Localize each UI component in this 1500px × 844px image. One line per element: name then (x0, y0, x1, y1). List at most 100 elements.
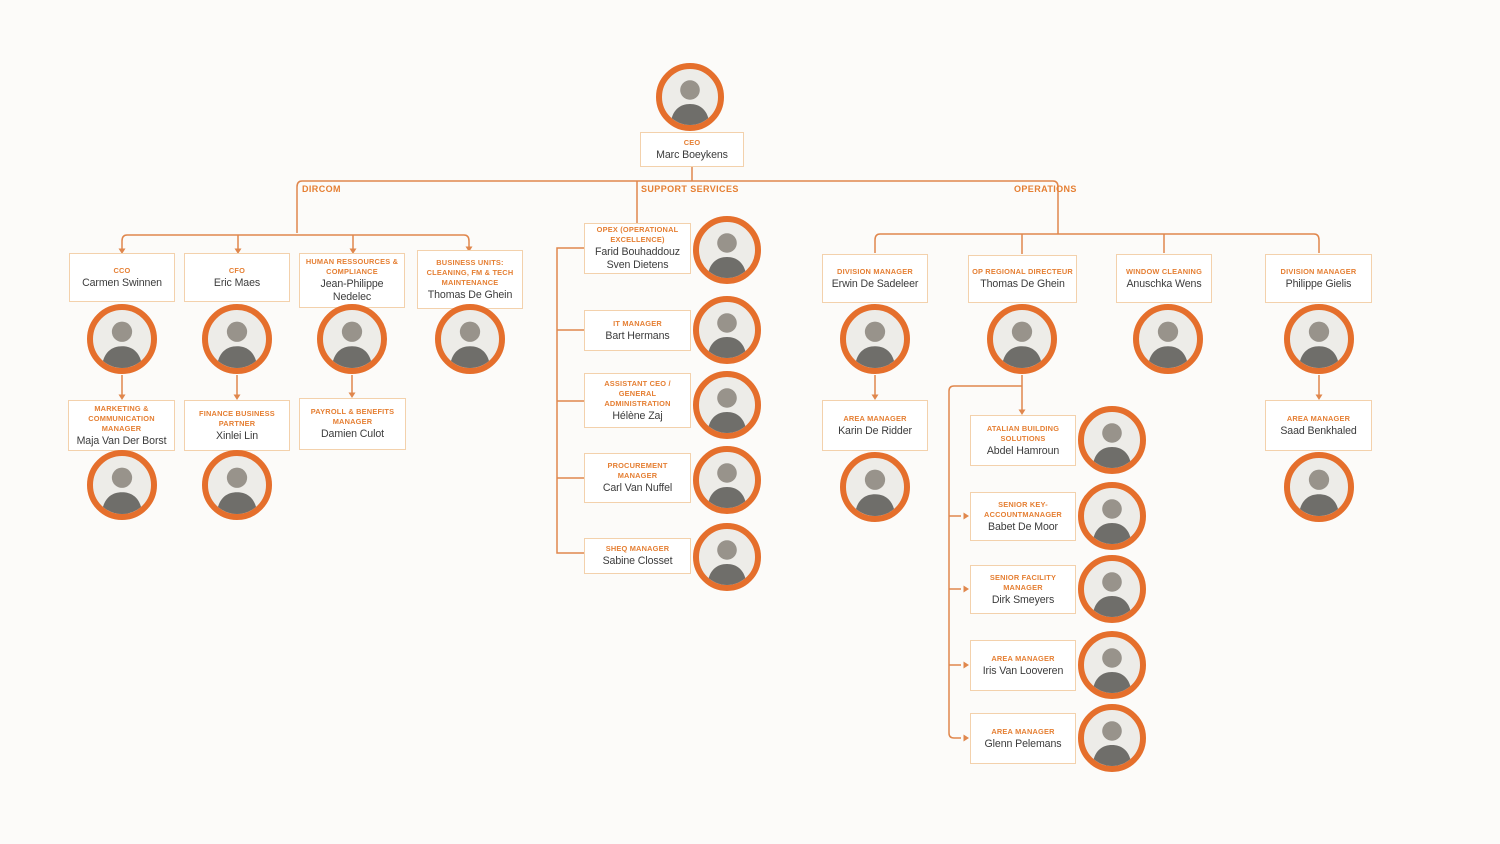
avatar-iris-van-looveren (1078, 631, 1146, 699)
role-title: DIVISION MANAGER (837, 266, 913, 276)
person-name: Carl Van Nuffel (602, 482, 673, 495)
avatar-glenn-pelemans (1078, 704, 1146, 772)
card-human-resources: HUMAN RESSOURCES & COMPLIANCE Jean-Phili… (299, 253, 405, 308)
card-it-manager: IT MANAGER Bart Hermans (584, 310, 691, 351)
card-assistant-ceo: ASSISTANT CEO / GENERAL ADMINISTRATION H… (584, 373, 691, 428)
person-silhouette-icon (1092, 721, 1132, 766)
avatar-helene-zaj (693, 371, 761, 439)
person-name: Erwin De Sadeleer (831, 277, 919, 290)
card-sheq-manager: SHEQ MANAGER Sabine Closset (584, 538, 691, 574)
role-title: ASSISTANT CEO / GENERAL ADMINISTRATION (604, 378, 671, 408)
role-title: AREA MANAGER (991, 653, 1055, 663)
role-title: WINDOW CLEANING (1125, 266, 1203, 276)
role-title: SENIOR FACILITY MANAGER (989, 572, 1057, 592)
person-silhouette-icon (449, 321, 491, 368)
person-silhouette-icon (1298, 469, 1340, 516)
avatar-maja-van-der-borst (87, 450, 157, 520)
person-silhouette-icon (1001, 321, 1043, 368)
card-division-manager-erwin: DIVISION MANAGER Erwin De Sadeleer (822, 254, 928, 303)
card-payroll-benefits-manager: PAYROLL & BENEFITS MANAGER Damien Culot (299, 398, 406, 450)
avatar-thomas-de-ghein-op (987, 304, 1057, 374)
card-senior-facility-manager: SENIOR FACILITY MANAGER Dirk Smeyers (970, 565, 1076, 614)
avatar-sabine-closset (693, 523, 761, 591)
card-atalian-building-solutions: ATALIAN BUILDING SOLUTIONS Abdel Hamroun (970, 415, 1076, 466)
person-name: Hélène Zaj (612, 409, 663, 422)
person-name: Karin De Ridder (838, 424, 912, 437)
person-name: Babet De Moor (988, 520, 1058, 533)
branch-label-support-services: SUPPORT SERVICES (641, 184, 739, 194)
role-title: ATALIAN BUILDING SOLUTIONS (986, 423, 1060, 443)
card-senior-key-accountmanager: SENIOR KEY-ACCOUNTMANAGER Babet De Moor (970, 492, 1076, 541)
person-silhouette-icon (101, 321, 143, 368)
role-title: SHEQ MANAGER (605, 544, 670, 554)
role-title: BUSINESS UNITS: CLEANING, FM & TECH MAIN… (426, 257, 514, 287)
avatar-marc-boeykens (656, 63, 724, 131)
person-name: Thomas De Ghein (980, 278, 1065, 291)
avatar-philippe-gielis (1284, 304, 1354, 374)
avatar-erwin-de-sadeleer (840, 304, 910, 374)
person-silhouette-icon (854, 469, 896, 516)
card-area-manager-karin: AREA MANAGER Karin De Ridder (822, 400, 928, 451)
person-name: Jean-Philippe Nedelec (320, 278, 384, 303)
role-title: OPEX (OPERATIONAL EXCELLENCE) (596, 224, 679, 244)
role-title: SENIOR KEY-ACCOUNTMANAGER (984, 499, 1062, 519)
person-name: Eric Maes (213, 276, 261, 289)
branch-label-operations: OPERATIONS (1014, 184, 1077, 194)
person-name: Sven Dietens (606, 259, 669, 272)
role-title: MARKETING & COMMUNICATION MANAGER (88, 403, 155, 433)
card-finance-business-partner: FINANCE BUSINESS PARTNER Xinlei Lin (184, 400, 290, 451)
role-title: CEO (683, 137, 701, 147)
person-silhouette-icon (1298, 321, 1340, 368)
role-title: AREA MANAGER (843, 413, 907, 423)
card-marketing-communication-manager: MARKETING & COMMUNICATION MANAGER Maja V… (68, 400, 175, 451)
person-name: Thomas De Ghein (427, 288, 513, 301)
person-silhouette-icon (854, 321, 896, 368)
card-op-regional-directeur: OP REGIONAL DIRECTEUR Thomas De Ghein (968, 255, 1077, 303)
person-name: Abdel Hamroun (986, 444, 1060, 457)
role-title: CFO (228, 265, 246, 275)
role-title: AREA MANAGER (991, 726, 1055, 736)
role-title: FINANCE BUSINESS PARTNER (199, 408, 275, 428)
person-name: Xinlei Lin (216, 429, 258, 442)
avatar-bart-hermans (693, 296, 761, 364)
card-area-manager-saad: AREA MANAGER Saad Benkhaled (1265, 400, 1372, 451)
person-name: Damien Culot (321, 428, 384, 441)
person-silhouette-icon (1092, 572, 1132, 617)
avatar-eric-maes (202, 304, 272, 374)
person-silhouette-icon (1092, 423, 1132, 468)
person-silhouette-icon (101, 467, 143, 514)
person-silhouette-icon (707, 463, 747, 508)
person-name: Bart Hermans (605, 329, 670, 342)
person-silhouette-icon (1092, 499, 1132, 544)
role-title: CCO (113, 265, 131, 275)
role-title: IT MANAGER (613, 318, 662, 328)
person-silhouette-icon (707, 233, 747, 278)
card-window-cleaning: WINDOW CLEANING Anuschka Wens (1116, 254, 1212, 303)
person-name: Philippe Gielis (1285, 277, 1352, 290)
role-title: PAYROLL & BENEFITS MANAGER (310, 407, 395, 427)
avatar-dirk-smeyers (1078, 555, 1146, 623)
role-title: OP REGIONAL DIRECTEUR (972, 267, 1073, 277)
person-name: Carmen Swinnen (82, 276, 162, 289)
person-silhouette-icon (707, 388, 747, 433)
avatar-abdel-hamroun (1078, 406, 1146, 474)
role-title: AREA MANAGER (1286, 413, 1351, 423)
card-area-manager-glenn: AREA MANAGER Glenn Pelemans (970, 713, 1076, 764)
person-name: Dirk Smeyers (991, 593, 1055, 606)
person-silhouette-icon (1147, 321, 1189, 368)
role-title: DIVISION MANAGER (1280, 266, 1357, 276)
avatar-babet-de-moor (1078, 482, 1146, 550)
card-business-units: BUSINESS UNITS: CLEANING, FM & TECH MAIN… (417, 250, 523, 309)
person-name: Saad Benkhaled (1280, 424, 1357, 437)
person-silhouette-icon (216, 321, 258, 368)
card-procurement-manager: PROCUREMENT MANAGER Carl Van Nuffel (584, 453, 691, 503)
person-name: Farid Bouhaddouz (595, 245, 680, 258)
role-title: HUMAN RESSOURCES & COMPLIANCE (305, 257, 399, 277)
person-silhouette-icon (670, 80, 710, 125)
role-title: PROCUREMENT MANAGER (607, 461, 668, 481)
card-area-manager-iris: AREA MANAGER Iris Van Looveren (970, 640, 1076, 691)
avatar-anuschka-wens (1133, 304, 1203, 374)
person-name: Sabine Closset (602, 555, 673, 568)
avatar-karin-de-ridder (840, 452, 910, 522)
